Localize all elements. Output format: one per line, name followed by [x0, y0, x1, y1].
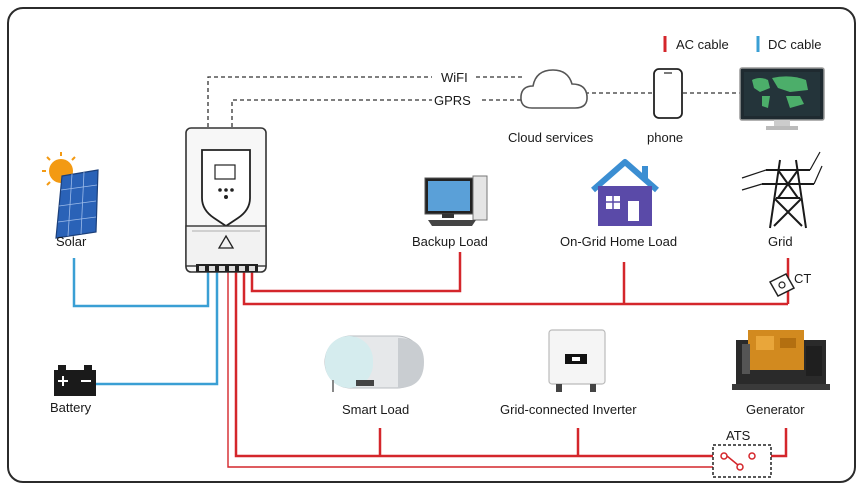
ats-label: ATS: [726, 428, 751, 443]
smartphone-icon: [653, 68, 683, 119]
battery-icon: [54, 365, 96, 396]
cloud-label: Cloud services: [508, 130, 594, 145]
house-icon: [591, 159, 659, 226]
ac-cable-ats-bypass: [227, 272, 738, 468]
desktop-computer-icon: [424, 175, 488, 226]
wifi-link-left: [207, 76, 432, 127]
dc-cable-battery: [96, 272, 219, 386]
ct-label: CT: [794, 271, 811, 286]
phone-label: phone: [647, 130, 683, 145]
water-heater-icon: [324, 335, 424, 392]
ac-cable-gen-bus: [234, 272, 722, 458]
communication-links: [207, 76, 740, 127]
solar-label: Solar: [56, 234, 87, 249]
cloud-icon: [520, 69, 588, 109]
ct-clamp-icon: [768, 273, 796, 297]
monitor-map-icon: [739, 67, 825, 130]
dc-cable-solar: [72, 258, 210, 308]
transmission-tower-icon: [741, 151, 823, 229]
legend-ac-label: AC cable: [676, 37, 729, 52]
gprs-label: GPRS: [434, 93, 471, 108]
smart-load-label: Smart Load: [342, 402, 409, 417]
dc-cables: [72, 258, 219, 386]
gprs-link-left: [231, 99, 432, 127]
ac-cable-backup-load: [250, 252, 462, 293]
grid-inverter-label: Grid-connected Inverter: [500, 402, 637, 417]
legend-dc-label: DC cable: [768, 37, 821, 52]
generator-label: Generator: [746, 402, 805, 417]
ac-cable-grid-bus: [242, 272, 624, 306]
grid-label: Grid: [768, 234, 793, 249]
backup-load-label: Backup Load: [412, 234, 488, 249]
ac-cables: [234, 252, 790, 458]
wifi-label: WiFI: [441, 70, 468, 85]
legend: AC cable DC cable: [663, 36, 821, 52]
battery-label: Battery: [50, 400, 92, 415]
home-load-label: On-Grid Home Load: [560, 234, 677, 249]
ats-box: [712, 444, 772, 478]
ats-switch: ATS: [712, 428, 772, 478]
diesel-generator-icon: [732, 330, 830, 390]
hybrid-inverter-icon: [185, 127, 267, 273]
diagram-frame: [7, 7, 856, 483]
string-inverter-icon: [548, 329, 606, 392]
solar-panel-icon: [42, 152, 99, 239]
